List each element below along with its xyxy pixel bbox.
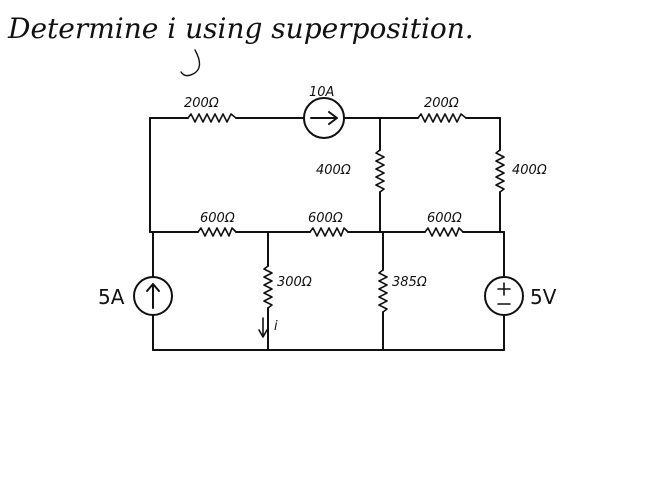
label-src-10a: 10A (309, 85, 334, 100)
label-current-i: i (274, 319, 278, 334)
resistor-mid-600-3 (424, 227, 464, 237)
label-src-5a: 5A (98, 285, 125, 309)
label-r-mid-2: 600Ω (308, 211, 343, 226)
resistor-mid-600-2 (309, 227, 349, 237)
label-r-mid-vert: 400Ω (316, 163, 351, 178)
resistor-top-left-200 (187, 113, 237, 123)
resistor-mid-vert-400 (375, 149, 385, 193)
label-r-top-left: 200Ω (184, 96, 219, 111)
current-source-5a (133, 276, 173, 316)
label-r-top-right: 200Ω (424, 96, 459, 111)
resistor-300 (263, 265, 273, 309)
resistor-385 (378, 269, 388, 313)
label-r-385: 385Ω (392, 275, 427, 290)
current-i-arrow-icon (258, 317, 268, 338)
resistor-right-vert-400 (495, 149, 505, 193)
resistor-top-right-200 (417, 113, 467, 123)
current-source-10a (303, 97, 345, 139)
problem-title: Determine i using superposition. (7, 12, 474, 45)
voltage-source-5v (484, 276, 524, 316)
label-r-300: 300Ω (277, 275, 312, 290)
label-r-right-vert: 400Ω (512, 163, 547, 178)
label-r-mid-3: 600Ω (427, 211, 462, 226)
resistor-mid-600-1 (197, 227, 237, 237)
label-r-mid-1: 600Ω (200, 211, 235, 226)
title-underhook-decor (180, 49, 201, 77)
label-src-5v: 5V (530, 285, 557, 309)
circuit-wires (149, 117, 505, 351)
